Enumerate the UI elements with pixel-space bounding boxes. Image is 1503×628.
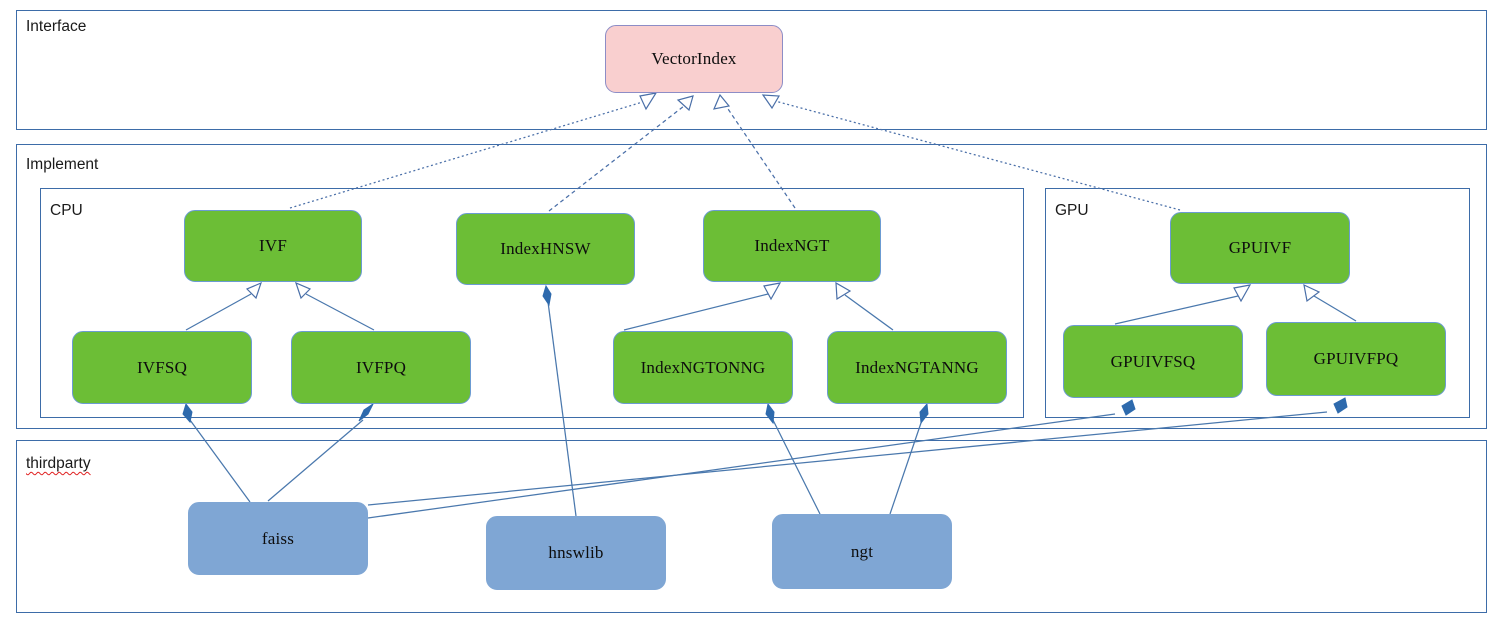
class-node-label: IndexNGTANNG	[855, 357, 979, 377]
class-node-hnswlib[interactable]: hnswlib	[486, 516, 666, 590]
class-node-label: VectorIndex	[651, 49, 737, 68]
class-node-label: hnswlib	[548, 543, 604, 562]
class-node-ivfpq[interactable]: IVFPQ	[291, 331, 471, 404]
package-label-gpu: GPU	[1055, 202, 1089, 219]
class-node-gpuivf[interactable]: GPUIVF	[1170, 212, 1350, 284]
class-node-label: IVFSQ	[136, 357, 188, 377]
class-node-indexhnsw[interactable]: IndexHNSW	[456, 213, 635, 285]
class-node-label: IVF	[259, 236, 287, 255]
class-node-indexngtanng[interactable]: IndexNGTANNG	[827, 331, 1007, 404]
class-node-label: GPUIVFPQ	[1313, 349, 1399, 368]
package-label-interface: Interface	[26, 18, 87, 35]
class-node-indexngtonng[interactable]: IndexNGTONNG	[613, 331, 793, 404]
package-label-cpu: CPU	[50, 202, 83, 219]
class-node-label: ngt	[850, 541, 874, 561]
class-node-label: faiss	[261, 528, 295, 548]
package-label-thirdparty: thirdparty	[26, 455, 91, 472]
package-label-implement: Implement	[26, 156, 99, 173]
class-node-ivfsq[interactable]: IVFSQ	[72, 331, 252, 404]
class-node-ivf[interactable]: IVF	[184, 210, 362, 282]
class-node-label: GPUIVF	[1228, 238, 1292, 257]
class-node-label: IndexHNSW	[500, 239, 591, 258]
class-node-label: IndexNGT	[754, 236, 830, 255]
class-node-vectorindex[interactable]: VectorIndex	[605, 25, 783, 93]
class-node-gpuivfpq[interactable]: GPUIVFPQ	[1266, 322, 1446, 396]
class-node-label: GPUIVFSQ	[1110, 351, 1196, 371]
class-node-label: IndexNGTONNG	[640, 357, 766, 377]
class-node-gpuivfsq[interactable]: GPUIVFSQ	[1063, 325, 1243, 398]
class-node-indexngt[interactable]: IndexNGT	[703, 210, 881, 282]
class-node-label: IVFPQ	[355, 357, 407, 377]
class-node-faiss[interactable]: faiss	[188, 502, 368, 575]
class-node-ngt[interactable]: ngt	[772, 514, 952, 589]
